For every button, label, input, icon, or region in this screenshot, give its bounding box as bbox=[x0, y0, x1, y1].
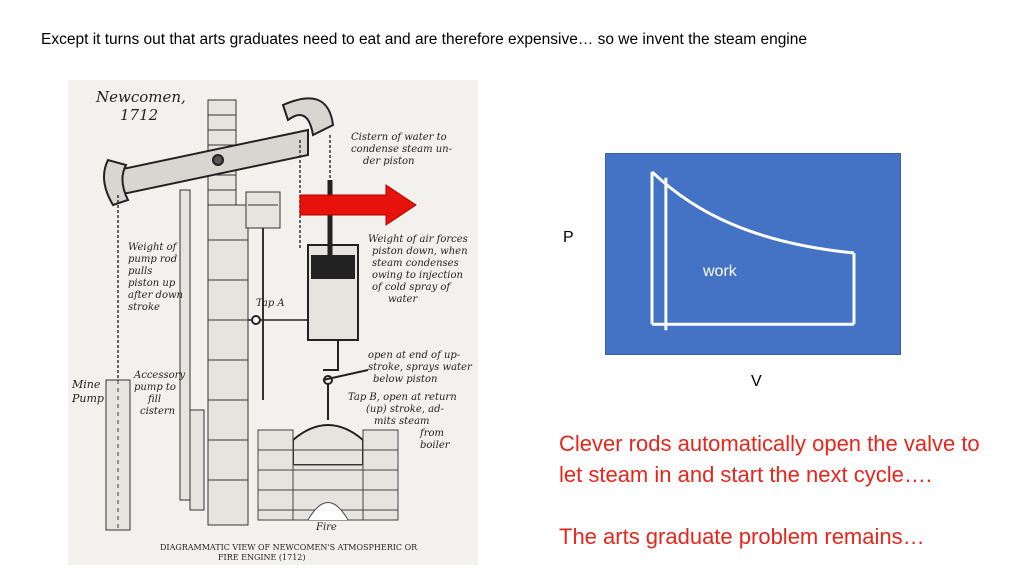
accessory-label-4: cistern bbox=[140, 406, 175, 417]
weight-label-6: water bbox=[388, 294, 418, 305]
open-end-label-3: below piston bbox=[373, 374, 438, 385]
mine-pump bbox=[105, 189, 205, 531]
explanation-text: Clever rods automatically open the valve… bbox=[559, 428, 1019, 552]
brick-base bbox=[257, 429, 399, 521]
cistern-label-2: condense steam un- bbox=[351, 144, 453, 155]
pv-diagram: work bbox=[605, 153, 901, 355]
red-motion-arrow bbox=[299, 184, 417, 226]
cylinder bbox=[248, 180, 359, 371]
accessory-label-2: pump to bbox=[134, 382, 176, 393]
engine-caption-2: FIRE ENGINE (1712) bbox=[218, 553, 306, 562]
weight-label-5: of cold spray of bbox=[372, 282, 452, 293]
pv-v-axis-label: V bbox=[751, 373, 762, 390]
open-end-label-1: open at end of up- bbox=[368, 350, 461, 361]
slide-title: Except it turns out that arts graduates … bbox=[41, 31, 807, 48]
pump-rod-label-2: pump rod bbox=[128, 254, 177, 265]
accessory-label-3: fill bbox=[147, 394, 161, 405]
weight-label-3: steam condenses bbox=[372, 258, 459, 269]
explanation-line-1: Clever rods automatically open the valve… bbox=[559, 431, 980, 456]
engine-header-name: Newcomen, bbox=[95, 88, 186, 106]
cistern bbox=[245, 191, 281, 400]
cistern-label-1: Cistern of water to bbox=[351, 132, 447, 143]
weight-label-2: piston down, when bbox=[372, 246, 468, 257]
pv-cycle-path bbox=[650, 170, 856, 331]
tap-b-label-3: mits steam bbox=[374, 416, 430, 427]
tap-a-label: Tap A bbox=[256, 298, 285, 309]
weight-label-4: owing to injection bbox=[372, 270, 463, 281]
pv-diagram-plot bbox=[650, 170, 856, 331]
explanation-line-3: The arts graduate problem remains… bbox=[559, 524, 925, 549]
pv-expansion-curve bbox=[650, 170, 855, 255]
explanation-line-2: let steam in and start the next cycle…. bbox=[559, 462, 932, 487]
weight-label-1: Weight of air forces bbox=[368, 234, 468, 245]
pump-rod-label-5: after down bbox=[128, 290, 183, 301]
pv-p-axis-label: P bbox=[563, 229, 574, 246]
engine-labels: Cistern of water to condense steam un- d… bbox=[71, 132, 473, 533]
rocking-beam bbox=[103, 97, 335, 207]
mine-pump-label-2: Pump bbox=[71, 392, 104, 405]
tap-b-label-2: (up) stroke, ad- bbox=[366, 404, 444, 415]
engine-header-year: 1712 bbox=[120, 106, 158, 124]
tap-b-label-5: boiler bbox=[420, 440, 451, 451]
accessory-label-1: Accessory bbox=[133, 370, 185, 381]
pump-rod-label-3: pulls bbox=[128, 266, 152, 277]
pump-rod-label-4: piston up bbox=[128, 278, 176, 289]
newcomen-engine-diagram: Newcomen, 1712 bbox=[68, 80, 478, 565]
fire-label: Fire bbox=[315, 522, 337, 533]
mine-pump-label-1: Mine bbox=[71, 378, 101, 391]
pump-rod-label-6: stroke bbox=[128, 302, 160, 313]
cistern-label-3: der piston bbox=[363, 156, 415, 167]
tap-b-label-1: Tap B, open at return bbox=[348, 392, 457, 403]
open-end-label-2: stroke, sprays water bbox=[368, 362, 473, 373]
tap-b-label-4: from bbox=[419, 428, 444, 439]
pv-work-label: work bbox=[703, 263, 737, 280]
engine-caption-1: DIAGRAMMATIC VIEW OF NEWCOMEN'S ATMOSPHE… bbox=[160, 543, 418, 552]
pump-rod-label-1: Weight of bbox=[128, 242, 179, 253]
